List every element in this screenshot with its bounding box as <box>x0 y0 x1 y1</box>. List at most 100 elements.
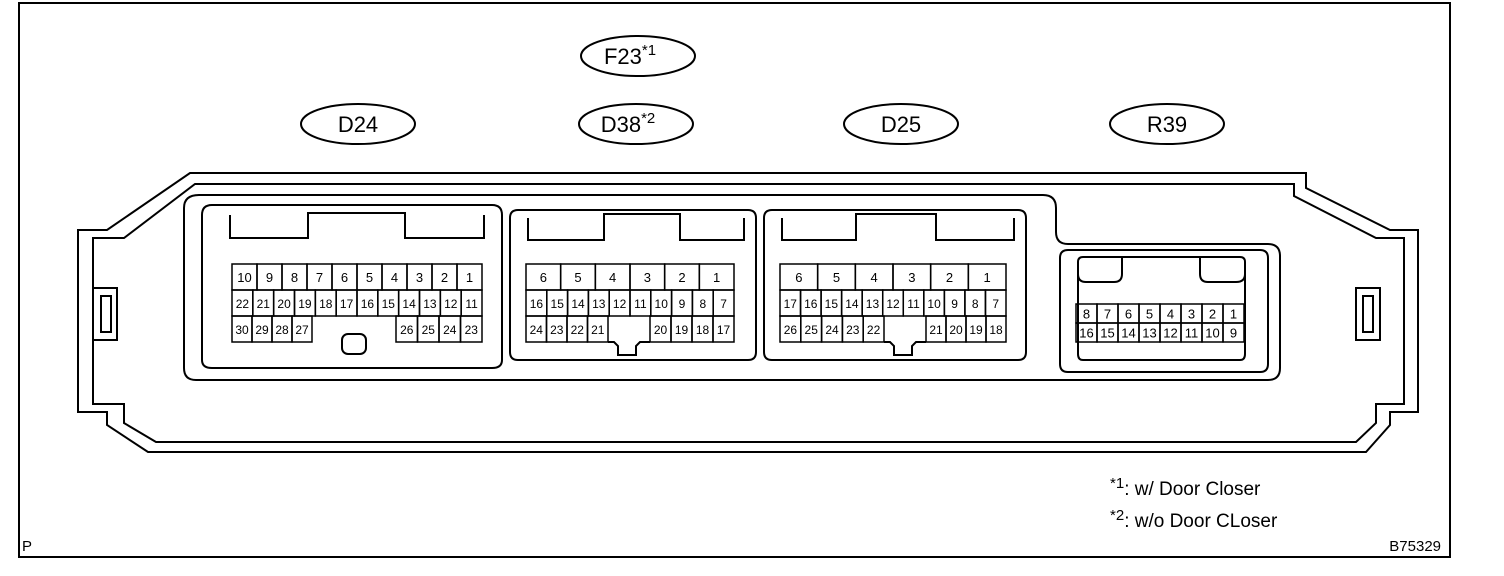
svg-text:2: 2 <box>678 270 685 285</box>
svg-text:12: 12 <box>444 297 458 311</box>
svg-text:13: 13 <box>866 297 880 311</box>
svg-text:24: 24 <box>443 323 457 337</box>
svg-text:3: 3 <box>908 270 915 285</box>
pin-d25-19: 19 <box>965 315 987 343</box>
pin-d24-12: 12 <box>439 289 462 317</box>
pin-r39-9: 9 <box>1222 322 1245 343</box>
svg-text:1: 1 <box>466 270 473 285</box>
svg-text:9: 9 <box>266 270 273 285</box>
pin-d24-9: 9 <box>256 263 283 291</box>
svg-text:20: 20 <box>654 323 668 337</box>
pin-d38-4: 4 <box>594 263 631 291</box>
svg-text:2: 2 <box>441 270 448 285</box>
pin-d24-23: 23 <box>459 315 483 343</box>
svg-text:13: 13 <box>1142 326 1156 341</box>
svg-text:16: 16 <box>361 297 375 311</box>
pin-d38-19: 19 <box>670 315 693 343</box>
pin-r39-10: 10 <box>1201 322 1224 343</box>
pin-d25-17: 17 <box>779 289 802 317</box>
pin-d25-4: 4 <box>854 263 894 291</box>
svg-text:26: 26 <box>400 323 414 337</box>
pin-d25-7: 7 <box>984 289 1007 317</box>
pin-d24-16: 16 <box>356 289 379 317</box>
pin-d24-11: 11 <box>460 289 483 317</box>
svg-text:9: 9 <box>951 297 958 311</box>
pin-d24-1: 1 <box>456 263 483 291</box>
pin-d25-1: 1 <box>967 263 1007 291</box>
svg-text:8: 8 <box>291 270 298 285</box>
pin-d25-23: 23 <box>841 315 864 343</box>
svg-text:13: 13 <box>592 297 606 311</box>
pin-r39-15: 15 <box>1096 322 1119 343</box>
svg-text:2: 2 <box>946 270 953 285</box>
pin-d25-14: 14 <box>840 289 863 317</box>
pin-d38-22: 22 <box>566 315 589 343</box>
svg-text:12: 12 <box>613 297 627 311</box>
note-1-text: : w/ Door Closer <box>1124 479 1261 500</box>
svg-text:25: 25 <box>422 323 436 337</box>
pin-d24-26: 26 <box>395 315 419 343</box>
pin-d24-17: 17 <box>335 289 358 317</box>
ecu-housing <box>77 172 1419 453</box>
svg-text:17: 17 <box>717 323 731 337</box>
svg-text:5: 5 <box>574 270 581 285</box>
svg-text:7: 7 <box>316 270 323 285</box>
pin-d24-7: 7 <box>306 263 333 291</box>
pin-r39-4: 4 <box>1159 303 1182 324</box>
label-f23: F23*1 <box>580 35 696 77</box>
pin-d25-18: 18 <box>985 315 1007 343</box>
svg-text:29: 29 <box>255 323 269 337</box>
svg-text:7: 7 <box>1104 307 1111 322</box>
pin-d24-21: 21 <box>252 289 275 317</box>
svg-text:15: 15 <box>825 297 839 311</box>
pin-d24-8: 8 <box>281 263 308 291</box>
pin-d38-8: 8 <box>691 289 714 317</box>
pin-d38-23: 23 <box>545 315 568 343</box>
svg-text:11: 11 <box>634 297 647 311</box>
pin-d25-21: 21 <box>925 315 947 343</box>
svg-text:16: 16 <box>1079 326 1093 341</box>
pin-d24-13: 13 <box>418 289 442 317</box>
svg-text:D38*2: D38*2 <box>601 110 656 137</box>
pin-r39-8: 8 <box>1075 303 1098 324</box>
svg-text:7: 7 <box>992 297 999 311</box>
pin-d24-10: 10 <box>231 263 258 291</box>
pin-d38-5: 5 <box>559 263 597 291</box>
svg-text:27: 27 <box>295 323 309 337</box>
pin-d24-27: 27 <box>291 315 313 343</box>
pin-d38-16: 16 <box>525 289 548 317</box>
svg-text:3: 3 <box>416 270 423 285</box>
note-2-text: : w/o Door CLoser <box>1124 511 1278 532</box>
svg-text:22: 22 <box>571 323 585 337</box>
pin-d24-14: 14 <box>397 289 421 317</box>
svg-text:5: 5 <box>833 270 840 285</box>
pin-d25-3: 3 <box>892 263 932 291</box>
pin-d25-12: 12 <box>881 289 905 317</box>
svg-text:3: 3 <box>644 270 651 285</box>
svg-text:24: 24 <box>825 323 839 337</box>
pin-r39-13: 13 <box>1138 322 1161 343</box>
svg-text:16: 16 <box>804 297 818 311</box>
label-d38-suffix: *2 <box>641 110 655 127</box>
pin-d24-19: 19 <box>293 289 317 317</box>
figure-id: B75329 <box>1389 538 1441 555</box>
pin-d38-11: 11 <box>629 289 652 317</box>
svg-text:2: 2 <box>1209 307 1216 322</box>
svg-text:17: 17 <box>784 297 798 311</box>
pin-d24-3: 3 <box>406 263 433 291</box>
label-r39-text: R39 <box>1147 112 1187 137</box>
svg-text:5: 5 <box>1146 307 1153 322</box>
svg-text:18: 18 <box>696 323 710 337</box>
svg-text:22: 22 <box>236 297 250 311</box>
svg-text:12: 12 <box>886 297 900 311</box>
pin-d24-22: 22 <box>231 289 254 317</box>
pin-d38-18: 18 <box>691 315 714 343</box>
label-d25-text: D25 <box>881 112 921 137</box>
pin-d24-20: 20 <box>272 289 296 317</box>
figure-frame <box>18 2 1451 558</box>
pin-r39-3: 3 <box>1180 303 1203 324</box>
pin-d25-22: 22 <box>862 315 885 343</box>
